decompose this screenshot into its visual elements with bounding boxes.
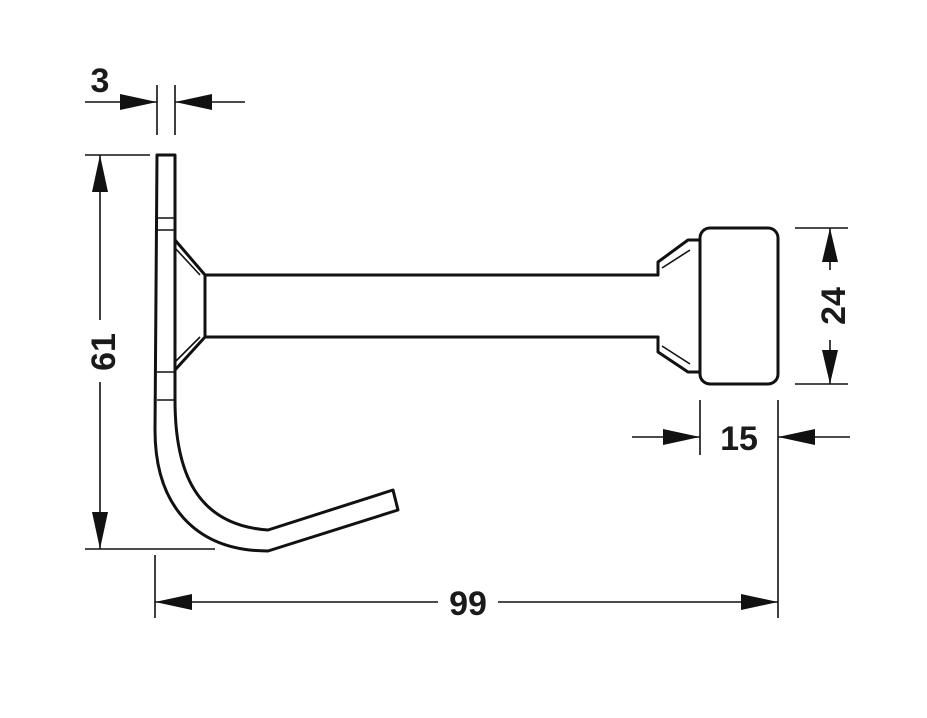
dimension-overall-length: 99 <box>154 400 779 623</box>
dimension-label-3: 3 <box>91 62 110 100</box>
knob-collar-inner <box>661 249 691 365</box>
plate-detail-marks <box>157 217 175 401</box>
rubber-knob <box>698 226 780 386</box>
dimension-knob-diameter: 24 <box>795 227 853 385</box>
dimension-plate-thickness: 3 <box>85 62 245 135</box>
rod-shaft <box>203 273 660 339</box>
knob-collar <box>656 238 702 374</box>
dimension-label-15: 15 <box>720 420 758 458</box>
dimension-height: 61 <box>85 154 215 550</box>
wall-hook-part <box>153 153 780 553</box>
base-plate-and-hook-arm <box>153 153 400 553</box>
dimension-label-99: 99 <box>449 585 487 623</box>
rod-cone-inner <box>174 247 201 363</box>
dimension-label-61: 61 <box>85 333 123 371</box>
dimension-label-24: 24 <box>815 287 853 325</box>
dimension-knob-length: 15 <box>632 400 850 458</box>
rod-cone-base <box>173 238 207 372</box>
